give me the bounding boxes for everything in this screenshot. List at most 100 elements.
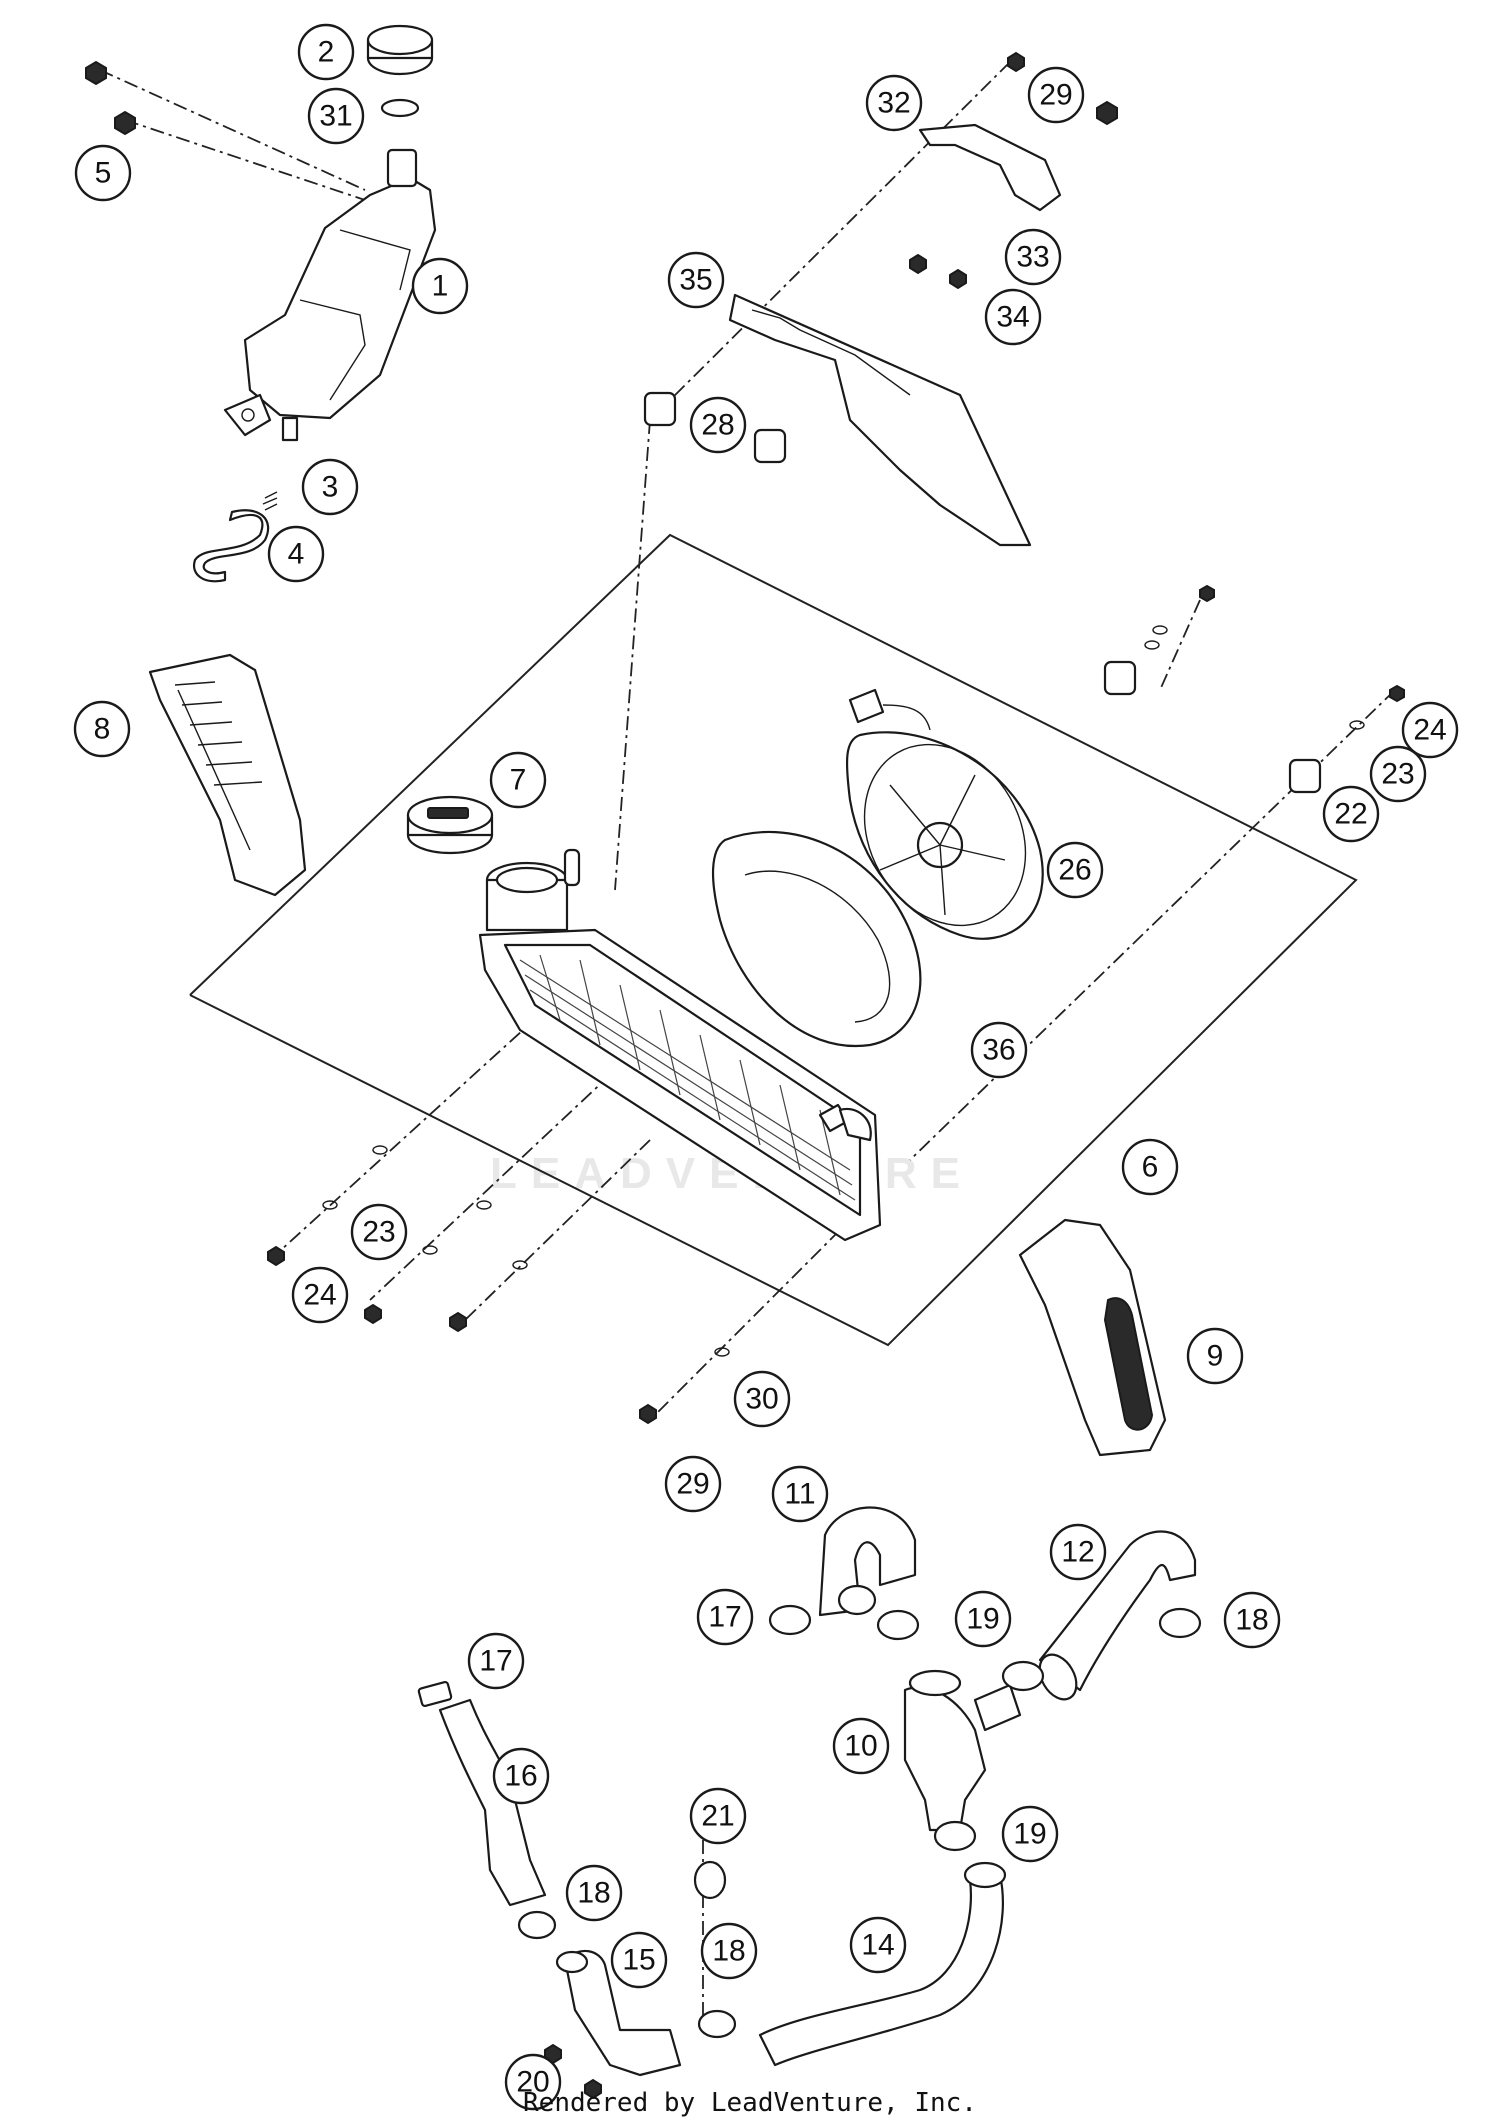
callout-35: 35: [667, 251, 725, 309]
callout-22: 22: [1322, 785, 1380, 843]
callout-number: 24: [1413, 714, 1446, 747]
callout-number: 6: [1142, 1151, 1159, 1184]
callout-circle: [297, 23, 355, 81]
callout-circle: [411, 257, 469, 315]
callout-circle: [1049, 1523, 1107, 1581]
screws-20: [544, 2043, 602, 2100]
callout-circle: [865, 74, 923, 132]
callout-circle: [700, 1922, 758, 1980]
callout-7: 7: [489, 751, 547, 809]
callout-18: 18: [565, 1864, 623, 1922]
callout-number: 7: [510, 764, 527, 797]
callout-circle: [689, 396, 747, 454]
callout-number: 17: [708, 1601, 741, 1634]
callout-circle: [1369, 745, 1427, 803]
callout-16: 16: [492, 1747, 550, 1805]
fan-shroud: [712, 831, 922, 1048]
callout-29: 29: [1027, 66, 1085, 124]
callout-32: 32: [865, 74, 923, 132]
callout-number: 17: [479, 1645, 512, 1678]
callout-circle: [832, 1717, 890, 1775]
callout-8: 8: [73, 700, 131, 758]
callout-circle: [1186, 1327, 1244, 1385]
callout-18: 18: [700, 1922, 758, 1980]
callout-19: 19: [954, 1590, 1012, 1648]
callout-9: 9: [1186, 1327, 1244, 1385]
callout-31: 31: [307, 87, 365, 145]
left-spoiler: [148, 653, 307, 897]
callout-circle: [73, 700, 131, 758]
callout-12: 12: [1049, 1523, 1107, 1581]
callout-3: 3: [301, 458, 359, 516]
callout-circle: [984, 288, 1042, 346]
tank-cap: [366, 24, 434, 76]
callout-circle: [492, 1747, 550, 1805]
callout-number: 2: [318, 36, 335, 69]
callout-circle: [1223, 1591, 1281, 1649]
callout-circle: [664, 1455, 722, 1513]
callout-number: 33: [1016, 241, 1049, 274]
callout-number: 19: [966, 1603, 999, 1636]
callouts: 1234567891011121415161717181818191920212…: [73, 23, 1459, 2111]
callout-circle: [733, 1370, 791, 1428]
callout-circle: [1027, 66, 1085, 124]
callout-19: 19: [1001, 1805, 1059, 1863]
callout-number: 20: [516, 2066, 549, 2099]
hose-12: [1038, 1530, 1197, 1692]
callout-circle: [301, 458, 359, 516]
callout-number: 18: [712, 1935, 745, 1968]
callout-number: 5: [95, 157, 112, 190]
assembly-frame: [189, 533, 1358, 1347]
callout-number: 15: [622, 1944, 655, 1977]
callout-number: 10: [844, 1730, 877, 1763]
heat-shield: [728, 293, 1032, 547]
callout-4: 4: [267, 525, 325, 583]
callout-circle: [291, 1266, 349, 1324]
callout-10: 10: [832, 1717, 890, 1775]
tank-screws: [85, 60, 136, 136]
callout-18: 18: [1223, 1591, 1281, 1649]
callout-circle: [610, 1931, 668, 1989]
callout-number: 11: [784, 1478, 815, 1511]
callout-number: 3: [322, 471, 339, 504]
callout-33: 33: [1004, 228, 1062, 286]
callout-26: 26: [1046, 841, 1104, 899]
callout-number: 34: [996, 301, 1029, 334]
callout-28: 28: [689, 396, 747, 454]
callout-number: 12: [1061, 1536, 1094, 1569]
callout-number: 14: [861, 1929, 894, 1962]
callout-circle: [1322, 785, 1380, 843]
hose-clamps: [417, 1604, 1202, 2039]
callout-number: 36: [982, 1034, 1015, 1067]
callout-number: 28: [701, 409, 734, 442]
callout-number: 16: [504, 1760, 537, 1793]
callout-circle: [771, 1465, 829, 1523]
callout-number: 26: [1058, 854, 1091, 887]
callout-circle: [504, 2053, 562, 2111]
callout-circle: [1001, 1805, 1059, 1863]
hose-clamp-small: [262, 491, 278, 511]
callout-circle: [307, 87, 365, 145]
rubber-mounts: [643, 391, 1322, 794]
callout-20: 20: [504, 2053, 562, 2111]
callout-24: 24: [1401, 701, 1459, 759]
callout-number: 21: [701, 1800, 734, 1833]
callout-circle: [689, 1787, 747, 1845]
callout-30: 30: [733, 1370, 791, 1428]
callout-circle: [1004, 228, 1062, 286]
callout-number: 32: [877, 87, 910, 120]
small-hardware: [267, 51, 1405, 1425]
radiator-cap: [406, 795, 494, 855]
callout-number: 19: [1013, 1818, 1046, 1851]
callout-number: 29: [676, 1468, 709, 1501]
callout-number: 24: [303, 1279, 336, 1312]
callout-circle: [267, 525, 325, 583]
thermostat: [903, 1669, 1022, 1832]
bracket: [918, 123, 1062, 212]
callout-36: 36: [970, 1021, 1028, 1079]
callout-number: 22: [1334, 798, 1367, 831]
callout-circle: [565, 1864, 623, 1922]
callout-23: 23: [1369, 745, 1427, 803]
callout-6: 6: [1121, 1138, 1179, 1196]
hose-11: [818, 1506, 917, 1617]
